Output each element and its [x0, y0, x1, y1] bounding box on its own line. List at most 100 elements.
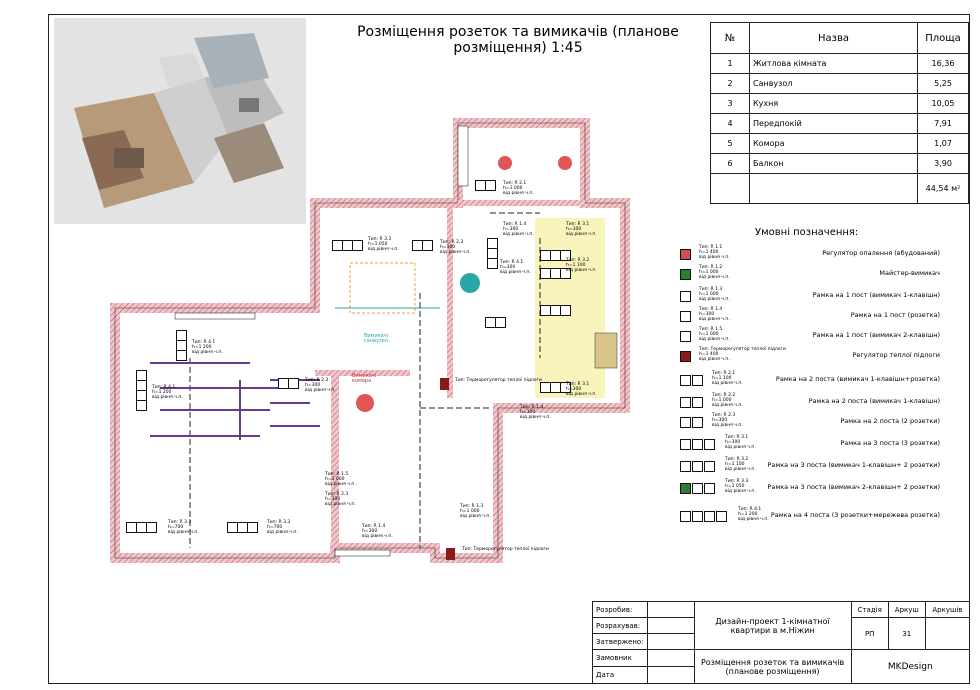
plan-tag: Тип: R 2.3 h=300 від рівня ч.п. [305, 378, 336, 393]
cell: 7,91 [917, 113, 969, 134]
legend-item: Тип: R 1.1 h=1 400 від рівня ч.п. Регулят… [680, 245, 940, 262]
cell: 3 [710, 93, 750, 114]
cell: Передпокій [749, 113, 918, 134]
legend-label: Рамка на 3 поста (вимикач 2-клавішн+ 2 р… [767, 483, 940, 491]
legend-item: Тип: R 3.3 h=1 050 від рівня ч.п. Рамка н… [680, 479, 940, 496]
socket-frame [475, 180, 496, 191]
floor-plan [110, 118, 630, 563]
plan-tag: Тип: R 1.5 h=1 000 від рівня ч.п. [325, 472, 356, 487]
plan-tag: Тип: R 3.1 h=300 від рівня ч.п. [566, 382, 597, 397]
socket-frame [227, 522, 258, 533]
legend-code: Тип: R 1.2 h=1 000 від рівня ч.п. [699, 265, 730, 280]
legend-item: Тип: R 1.5 h=1 000 від рівня ч.п.Рамка н… [680, 327, 940, 344]
socket-frame [540, 305, 571, 316]
frame-3-sockets-icon [680, 436, 716, 452]
sheet-description: Розміщення розеток та вимикачів (планове… [693, 649, 852, 684]
plan-tag: Тип: R 1.3 h=1 000 від рівня ч.п. [460, 504, 491, 519]
drawing-frame [48, 14, 970, 684]
legend-code: Тип: R 1.5 h=1 000 від рівня ч.п. [699, 327, 730, 342]
plan-tag: Тип: R 2.3 h=300 від рівня ч.п. [440, 240, 471, 255]
legend-label: Регулятор опалення (вбудований) [822, 249, 940, 257]
frame-1-switch-2-icon [680, 328, 692, 344]
legend-code: Тип: R 1.1 h=1 400 від рівня ч.п. [699, 245, 730, 260]
socket-frame [540, 382, 571, 393]
legend-code: Тип: R 3.1 h=300 від рівня ч.п. [725, 435, 756, 450]
3d-render-thumbnail [54, 18, 306, 224]
col-number: № [710, 22, 750, 54]
legend-label: Рамка на 1 пост (розетка) [850, 311, 940, 319]
project-name: Дизайн-проект 1-кімнатної квартири в м.Н… [693, 600, 852, 651]
legend-code: Тип: R 3.3 h=1 050 від рівня ч.п. [725, 479, 756, 494]
legend-label: Рамка на 3 поста (3 розетки) [840, 439, 940, 447]
frame-1-switch-1-icon [680, 288, 692, 304]
col-name: Назва [749, 22, 918, 54]
floor-thermo-icon [446, 548, 455, 560]
plan-tag: Тип: R 3.1 h=300 від рівня ч.п. [566, 222, 597, 237]
legend-code: Тип: R 4.1 h=1 200 від рівня ч.п. [738, 507, 769, 522]
cell: 5,25 [917, 73, 969, 94]
legend-code: Тип: Терморегулятор теплої підлоги h=1 4… [699, 347, 786, 362]
frame-2-switch-socket-icon [680, 372, 704, 388]
sheet-value: 31 [887, 617, 926, 651]
floor-thermo-icon [440, 378, 449, 390]
master-switch-icon [680, 266, 692, 282]
socket-frame [136, 370, 147, 411]
cell: 6 [710, 153, 750, 174]
cell: 1,07 [917, 133, 969, 154]
plan-tag: Тип: R 4.1 h=1 200 від рівня ч.п. [192, 340, 223, 355]
plan-tag: Тип: R 4.1 h=1 200 від рівня ч.п. [152, 385, 183, 400]
legend-label: Рамка на 2 поста (вимикач 1-клавішн+розе… [775, 375, 940, 383]
legend-title: Умовні позначення: [755, 227, 859, 238]
customer-label: Замовник [592, 649, 648, 668]
plan-tag: Тип: R 1.4 h=300 від рівня ч.п. [503, 222, 534, 237]
legend-item: Тип: R 3.2 h=1 100 від рівня ч.п.Рамка н… [680, 457, 940, 474]
legend-code: Тип: R 2.2 h=1 000 від рівня ч.п. [712, 393, 743, 408]
bathroom-switch-note: Вимикачі санвузол [364, 333, 389, 344]
frame-2-sockets-icon [680, 414, 704, 430]
legend-label: Рамка на 1 пост (вимикач 1-клавішн) [812, 291, 940, 299]
plan-tag: Тип: R 3.3 h=700 від рівня ч.п. [168, 520, 199, 535]
cell: Санвузол [749, 73, 918, 94]
storage-switch-note: Вимикачі комора [352, 373, 377, 384]
date-label: Дата [592, 666, 648, 684]
legend-label: Регулятор теплої підлоги [852, 351, 940, 359]
frame-3-switch2-icon [680, 480, 716, 496]
legend-code: Тип: R 1.4 h=300 від рівня ч.п. [699, 307, 730, 322]
socket-frame [126, 522, 157, 533]
cell: 2 [710, 73, 750, 94]
socket-frame [332, 240, 363, 251]
cell: 10,05 [917, 93, 969, 114]
floor-thermo-tag: Тип: Терморегулятор теплої підлоги [462, 547, 549, 552]
legend-item: Тип: R 2.2 h=1 000 від рівня ч.п.Рамка н… [680, 393, 940, 410]
legend-item: Тип: R 4.1 h=1 200 від рівня ч.п.Рамка н… [680, 507, 940, 524]
total-area: 44,54 м² [917, 173, 969, 204]
legend-item: Тип: R 1.4 h=300 від рівня ч.п. Рамка на … [680, 307, 940, 324]
legend-label: Рамка на 4 поста (3 розетки+мережева роз… [770, 511, 940, 519]
legend-code: Тип: R 2.3 h=300 від рівня ч.п. [712, 413, 743, 428]
legend-item: Тип: R 1.3 h=1 000 від рівня ч.п.Рамка н… [680, 287, 940, 304]
stage-value: РП [850, 617, 889, 651]
frame-4-icon [680, 508, 728, 524]
developed-by-label: Розробив: [592, 600, 648, 619]
cell: Кухня [749, 93, 918, 114]
col-area: Площа [917, 22, 969, 54]
frame-2-switch-icon [680, 394, 704, 410]
approved-label: Затвержено: [592, 633, 648, 651]
legend-label: Рамка на 2 поста (2 розетки) [840, 417, 940, 425]
floor-thermo-tag: Тип: Терморегулятор теплої підлоги [455, 378, 542, 383]
socket-frame [176, 330, 187, 361]
socket-frame [412, 240, 433, 251]
plan-tag: Тип: R 3.3 h=1 050 від рівня ч.п. [368, 237, 399, 252]
cell: Житлова кімната [749, 53, 918, 74]
cell: 4 [710, 113, 750, 134]
plan-tag: Тип: R 1.4 h=300 від рівня ч.п. [520, 405, 551, 420]
plan-tag: Тип: R 3.2 h=1 100 від рівня ч.п. [566, 258, 597, 273]
plan-tag: Тип: R 1.4 h=300 від рівня ч.п. [362, 524, 393, 539]
cell: 1 [710, 53, 750, 74]
plan-tag: Тип: R 2.3 h=300 від рівня ч.п. [325, 492, 356, 507]
